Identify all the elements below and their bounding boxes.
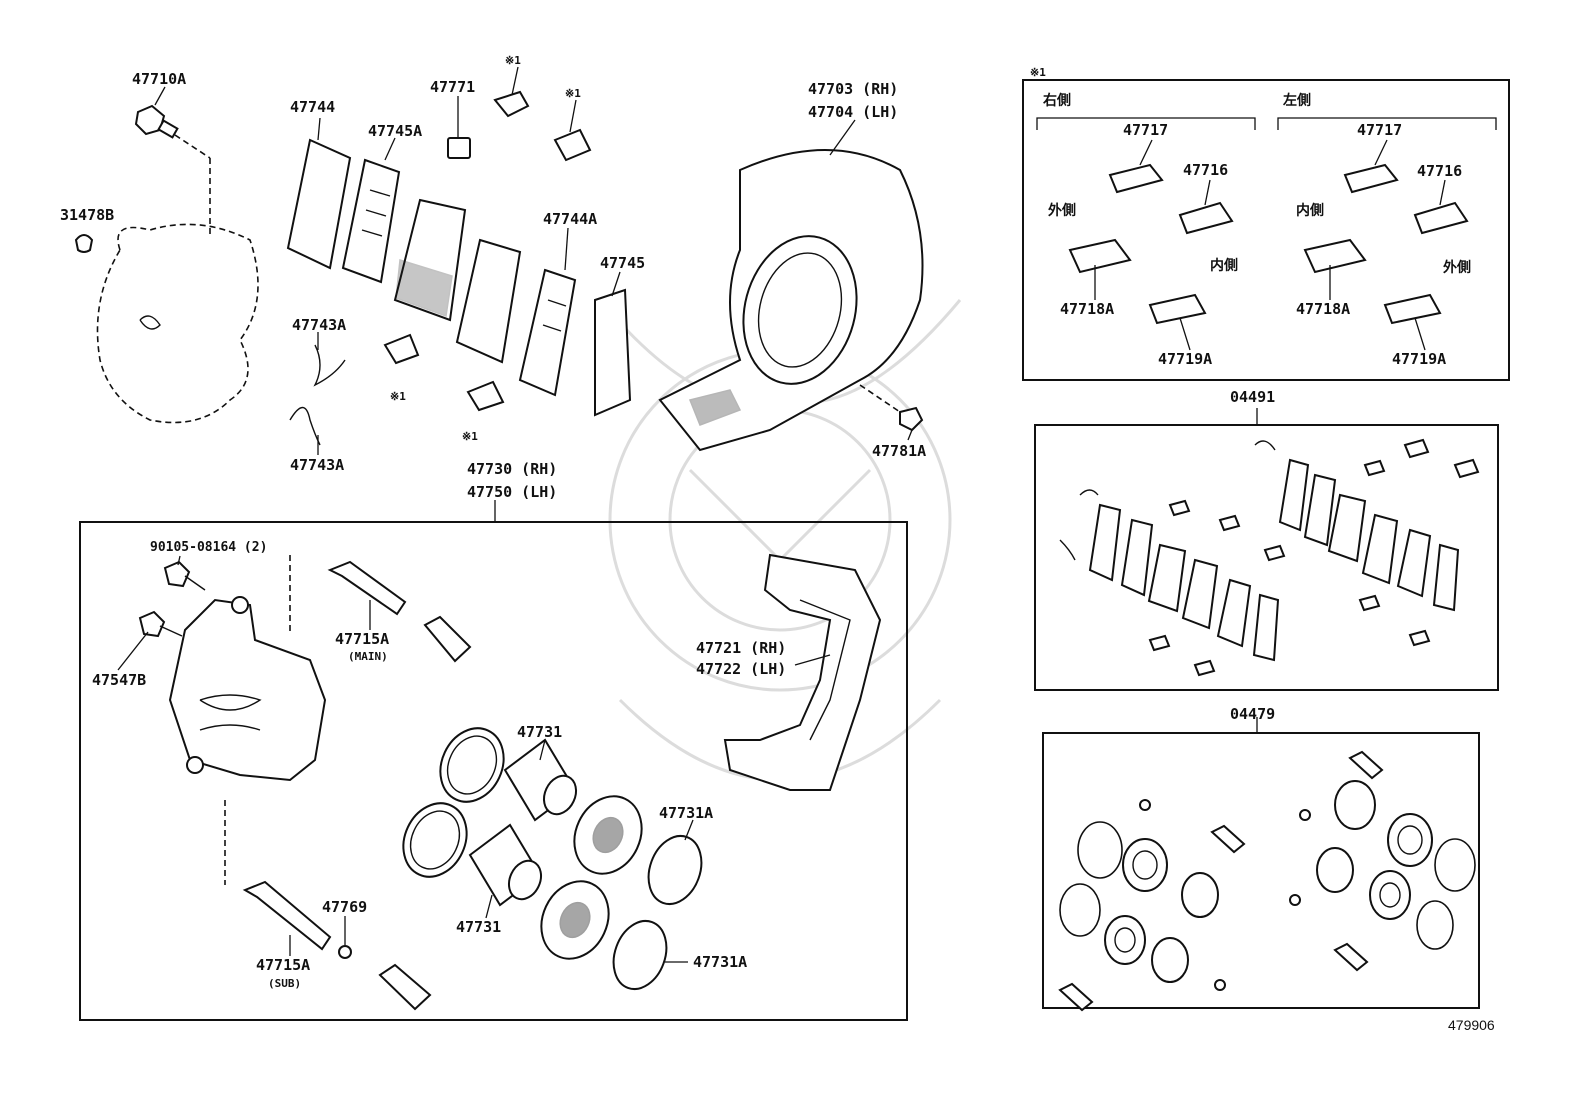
label-31478B: 31478B (60, 206, 114, 224)
label-kit-04479: 04479 (1230, 705, 1275, 723)
label-l-47719A: 47719A (1392, 350, 1446, 368)
mounting-47721 (723, 553, 882, 791)
pad-inner (393, 198, 467, 322)
label-90105: 90105-08164 (2) (150, 540, 267, 555)
clip-note1-a (493, 90, 530, 118)
pin-47715A-sub (224, 800, 332, 951)
label-r-inner: 内側 (1210, 257, 1238, 274)
label-note1-c: ※1 (390, 390, 406, 403)
label-r-47717: 47717 (1123, 121, 1168, 139)
bolt-47781A (859, 384, 924, 432)
label-47745A: 47745A (368, 122, 422, 140)
label-inset-note: ※1 (1030, 66, 1046, 79)
seal-ring-2 (402, 802, 468, 878)
leader-lines (117, 66, 1446, 963)
label-note1-b: ※1 (565, 87, 581, 100)
dust-boot-1 (573, 795, 643, 875)
inset-left-clips (1303, 163, 1469, 325)
label-47771: 47771 (430, 78, 475, 96)
label-note1-d: ※1 (462, 430, 478, 443)
label-kit-04491: 04491 (1230, 388, 1275, 406)
label-sub-note: (SUB) (268, 977, 301, 990)
label-47715A-sub: 47715A (256, 956, 310, 974)
caliper-outline-ghost (96, 223, 259, 424)
shim-47745 (594, 288, 632, 417)
label-l-47717: 47717 (1357, 121, 1402, 139)
clip-note1-b (553, 128, 592, 162)
label-47731-top: 47731 (517, 723, 562, 741)
label-47703: 47703 (RH) (808, 80, 898, 98)
label-47710A: 47710A (132, 70, 186, 88)
piston-47731-top (503, 738, 578, 822)
label-l-47718A: 47718A (1296, 300, 1350, 318)
label-l-outer: 外側 (1443, 259, 1471, 276)
label-47722: 47722 (LH) (696, 660, 786, 678)
label-47715A-main: 47715A (335, 630, 389, 648)
boot-sub (378, 963, 432, 1011)
set-ring-47731A-top (647, 835, 703, 905)
label-47743A-bot: 47743A (290, 456, 344, 474)
illustration-code: 479906 (1448, 1017, 1495, 1033)
inset-right-clips (1068, 163, 1234, 325)
cap-31478B (74, 234, 94, 253)
label-l-47716: 47716 (1417, 162, 1462, 180)
label-l-inner: 内側 (1296, 202, 1324, 219)
label-47731-bot: 47731 (456, 918, 501, 936)
kit-04491-parts (1059, 438, 1480, 677)
label-47769: 47769 (322, 898, 367, 916)
set-ring-47731A-bot (612, 920, 668, 990)
piston-47731-bot (468, 823, 543, 907)
bleeder-47769 (338, 945, 352, 959)
inset-clip-frame (1022, 79, 1510, 381)
seal-ring-1 (439, 727, 505, 803)
shim-47745A (341, 158, 401, 284)
label-47781A: 47781A (872, 442, 926, 460)
spring-47743A (289, 344, 346, 446)
label-47704: 47704 (LH) (808, 103, 898, 121)
clip-note1-c (383, 333, 420, 365)
label-main-note: (MAIN) (348, 650, 388, 663)
label-47730: 47730 (RH) (467, 460, 557, 478)
bolt-47710A (134, 104, 211, 235)
label-note1-a: ※1 (505, 54, 521, 67)
pad-outer (455, 238, 522, 364)
label-47745: 47745 (600, 254, 645, 272)
label-47743A-top: 47743A (292, 316, 346, 334)
label-r-47719A: 47719A (1158, 350, 1212, 368)
label-r-47718A: 47718A (1060, 300, 1114, 318)
label-right-side: 右側 (1042, 92, 1071, 109)
caliper-body (168, 596, 327, 782)
pin-47715A-main (289, 555, 407, 635)
kit-04479-parts (1058, 750, 1476, 1012)
label-47750: 47750 (LH) (467, 483, 557, 501)
label-47731A-top: 47731A (659, 804, 713, 822)
shim-47744 (286, 138, 352, 270)
label-r-outer: 外側 (1048, 202, 1076, 219)
label-r-47716: 47716 (1183, 161, 1228, 179)
kit-04491-frame (1034, 424, 1499, 691)
boot-main (423, 615, 472, 663)
label-47721: 47721 (RH) (696, 639, 786, 657)
clip-47771 (447, 137, 471, 159)
bolt-47547B (138, 610, 183, 638)
clip-note1-d (466, 380, 505, 412)
shim-47744A (518, 268, 577, 397)
label-left-side: 左側 (1282, 92, 1311, 109)
kit-04479-frame (1042, 732, 1480, 1009)
label-47744: 47744 (290, 98, 335, 116)
label-47547B: 47547B (92, 671, 146, 689)
dust-cover-47703 (658, 149, 924, 452)
bolt-90105 (163, 560, 206, 591)
caliper-assembly-frame (79, 521, 908, 1021)
dust-boot-2 (540, 880, 610, 960)
label-47744A: 47744A (543, 210, 597, 228)
label-47731A-bot: 47731A (693, 953, 747, 971)
